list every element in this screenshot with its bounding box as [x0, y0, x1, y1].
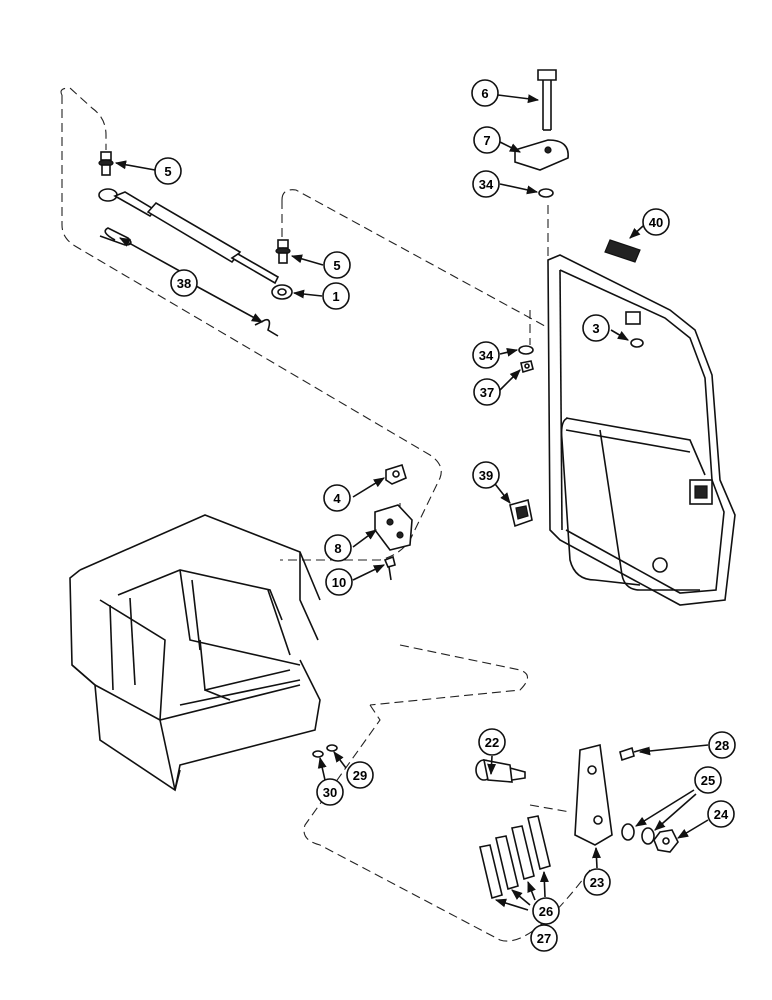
callout-24: 24: [707, 800, 735, 828]
cab-frame: [69, 514, 321, 792]
callout-5-lower: 5: [323, 251, 351, 279]
callout-7: 7: [473, 126, 501, 154]
callout-34-lower: 34: [472, 341, 500, 369]
washer-3: [630, 338, 644, 348]
callout-label: 34: [479, 177, 494, 192]
washer-upper: [538, 188, 554, 198]
callout-34-upper: 34: [472, 170, 500, 198]
callout-1: 1: [322, 282, 350, 310]
callout-6: 6: [471, 79, 499, 107]
callout-40: 40: [642, 208, 670, 236]
washer-25b: [641, 827, 655, 845]
callout-label: 25: [701, 773, 715, 788]
callout-3: 3: [582, 314, 610, 342]
callout-22: 22: [478, 728, 506, 756]
callout-label: 34: [479, 348, 494, 363]
callout-label: 5: [164, 164, 171, 179]
gas-strut: [98, 188, 293, 300]
pin-lower: [275, 239, 291, 264]
callout-label: 40: [649, 215, 663, 230]
callout-10: 10: [325, 568, 353, 596]
callout-label: 26: [539, 904, 553, 919]
pin-upper: [98, 151, 114, 176]
cab-door: [547, 254, 736, 606]
callout-label: 4: [333, 491, 341, 506]
callout-38: 38: [170, 269, 198, 297]
shim-plates: [479, 815, 551, 900]
hinge-bracket: [374, 504, 413, 551]
callout-label: 8: [334, 541, 341, 556]
callout-label: 39: [479, 468, 493, 483]
callout-37: 37: [473, 378, 501, 406]
washer-lower: [518, 345, 534, 355]
callout-30: 30: [316, 778, 344, 806]
washer-29: [326, 744, 338, 752]
callout-label: 23: [590, 875, 604, 890]
washer-30: [312, 750, 324, 758]
callout-label: 5: [333, 258, 340, 273]
nut: [520, 360, 534, 374]
pivot-pin: [475, 758, 526, 783]
cap-block: [514, 139, 569, 171]
callout-label: 37: [480, 385, 494, 400]
callout-label: 6: [481, 86, 488, 101]
callout-label: 38: [177, 276, 191, 291]
callout-arrows: [114, 94, 709, 911]
callout-label: 1: [332, 289, 339, 304]
hinge-plate: [574, 744, 613, 846]
callout-39: 39: [472, 461, 500, 489]
callout-label: 22: [485, 735, 499, 750]
callout-4: 4: [323, 484, 351, 512]
nut-24: [653, 829, 679, 853]
callout-23: 23: [583, 868, 611, 896]
callout-label: 3: [592, 321, 599, 336]
callout-28: 28: [708, 731, 736, 759]
callout-8: 8: [324, 534, 352, 562]
callout-26: 26: [532, 897, 560, 925]
callout-label: 27: [537, 931, 551, 946]
rubber-pad: [604, 239, 641, 263]
callout-27: 27: [530, 924, 558, 952]
door-clip: [509, 498, 533, 528]
callout-29: 29: [346, 761, 374, 789]
hex-nut-top: [385, 463, 407, 485]
callout-label: 7: [483, 133, 490, 148]
bolt: [537, 69, 557, 131]
callout-25: 25: [694, 766, 722, 794]
callout-label: 24: [714, 807, 729, 822]
callout-label: 29: [353, 768, 367, 783]
callout-label: 28: [715, 738, 729, 753]
callout-label: 10: [332, 575, 346, 590]
callout-label: 30: [323, 785, 337, 800]
screw-28: [619, 746, 649, 762]
screw: [383, 555, 396, 581]
callout-5-upper: 5: [154, 157, 182, 185]
washer-25a: [621, 823, 635, 841]
